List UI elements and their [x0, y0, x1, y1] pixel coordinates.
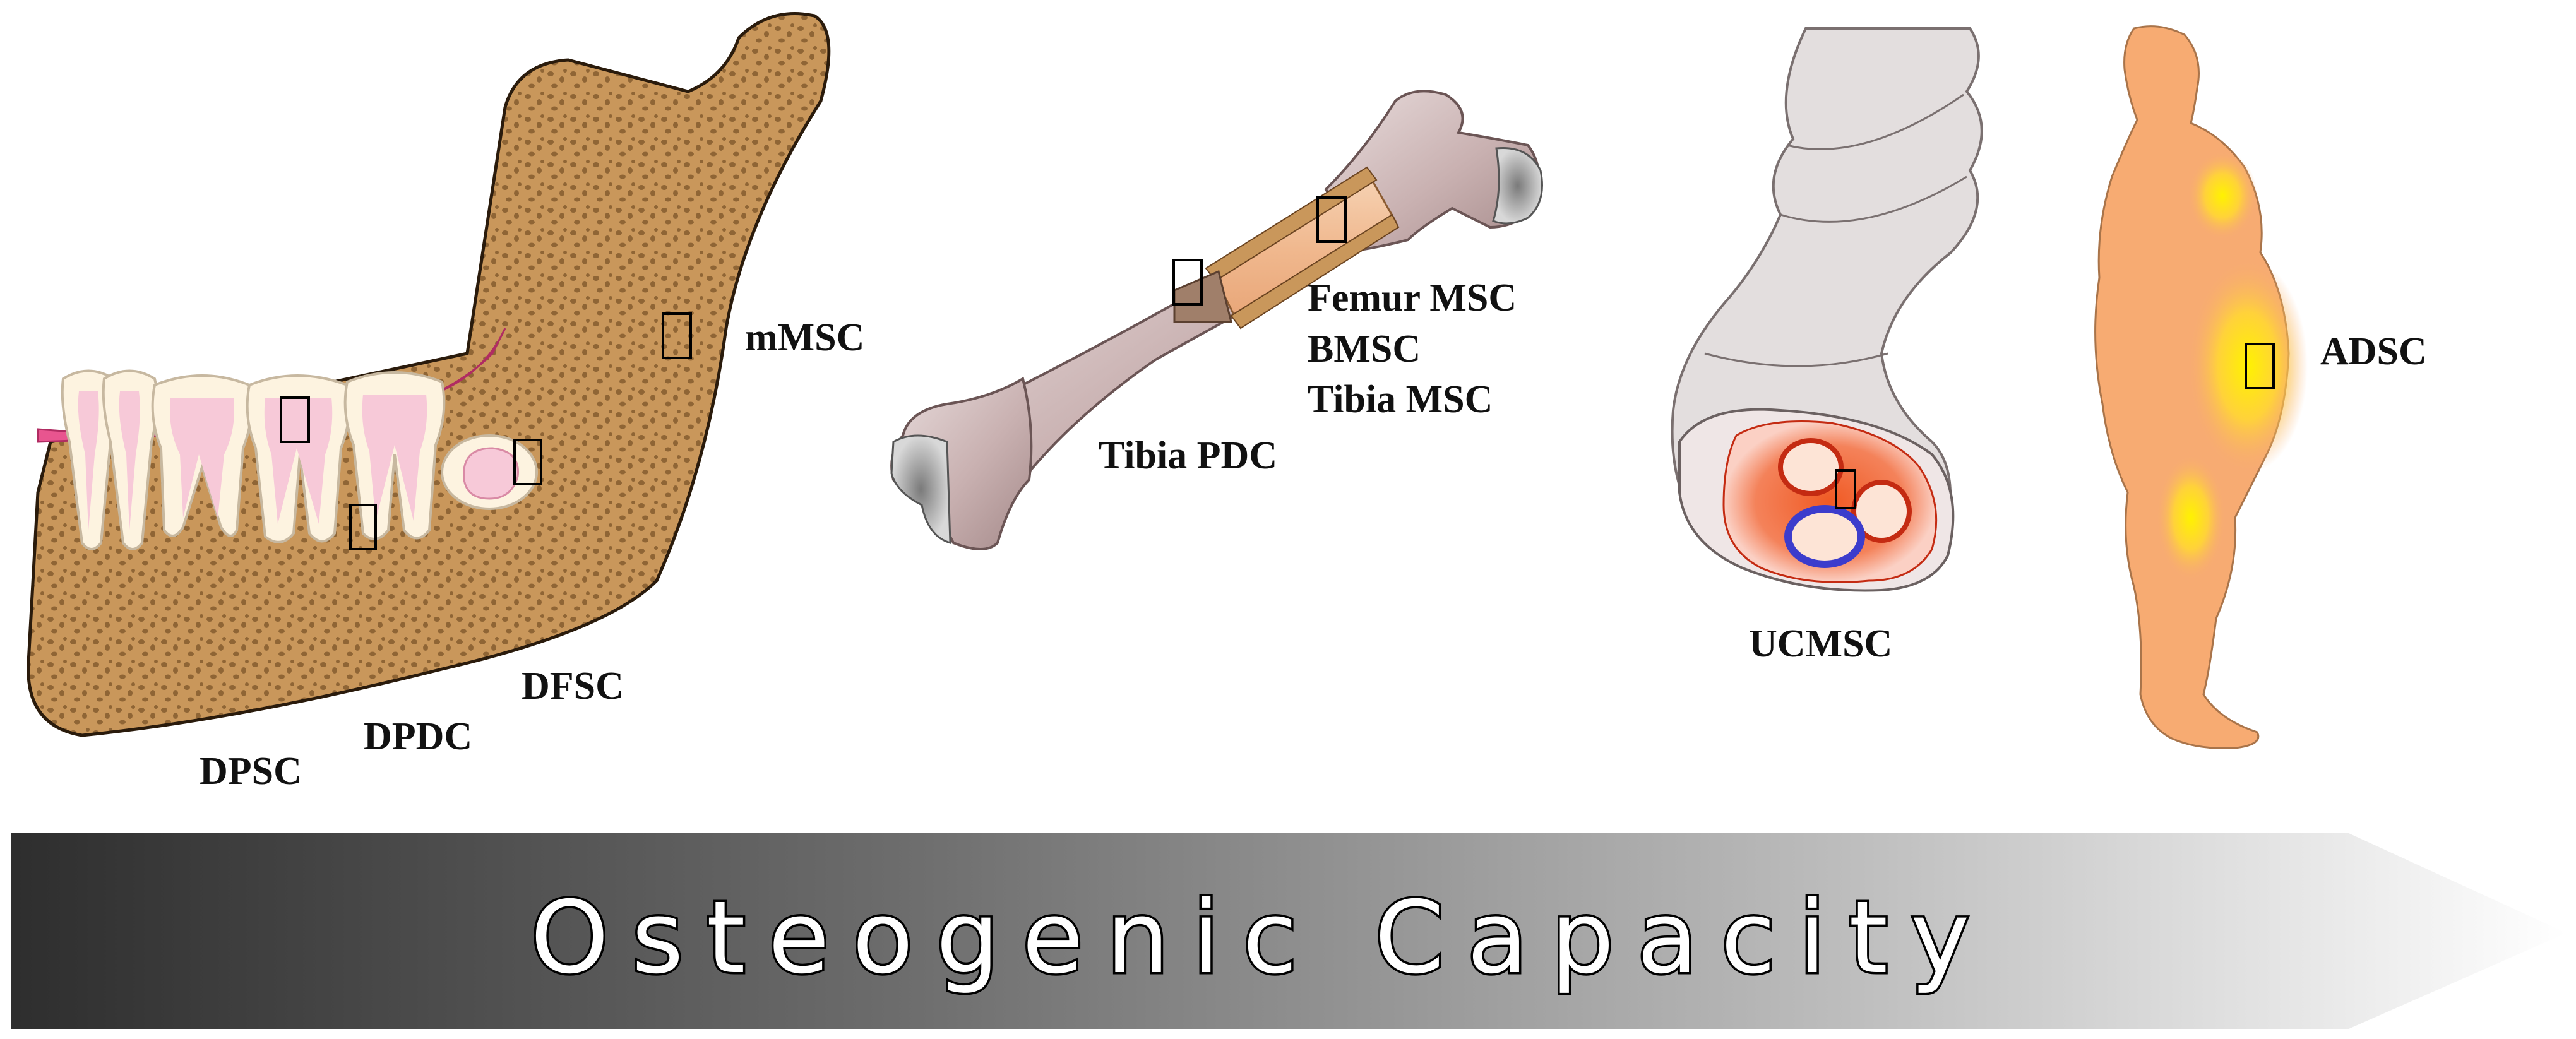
sample-box-dpdc	[349, 504, 377, 550]
sample-box-dpsc	[280, 396, 310, 443]
umbilical-artery	[1778, 438, 1844, 496]
fat-deposit-thigh	[2156, 454, 2226, 581]
joint-cartilage-left	[890, 434, 951, 545]
gradient-arrow	[11, 833, 2567, 1029]
fat-deposit-upper	[2188, 151, 2257, 240]
label-dpdc: DPDC	[364, 715, 472, 758]
label-tibia-pdc: Tibia PDC	[1099, 434, 1277, 477]
label-femur-msc: Femur MSC	[1308, 276, 1517, 319]
cord-twist-line	[1704, 352, 1888, 367]
sample-box-tibia-pdc	[1172, 259, 1203, 306]
umbilical-artery	[1851, 480, 1912, 543]
body-silhouette-illustration	[2094, 25, 2308, 749]
sample-box-ucmsc	[1835, 469, 1856, 509]
tooth-germ	[441, 434, 538, 510]
umbilical-vein	[1784, 505, 1865, 568]
arrow-label: Osteogenic Capacity	[530, 880, 1993, 996]
label-tibia-msc: Tibia MSC	[1308, 378, 1493, 421]
cord-twist-line	[1780, 175, 1967, 223]
label-ucmsc: UCMSC	[1749, 622, 1892, 665]
mandible-illustration	[27, 12, 831, 737]
osteogenic-capacity-arrow: Osteogenic Capacity	[11, 833, 2567, 1029]
cortical-bone-cut	[1230, 213, 1400, 330]
tooth-pulp	[170, 398, 234, 518]
label-dfsc: DFSC	[522, 665, 624, 708]
umbilical-cord-illustration	[1671, 27, 1983, 592]
sample-box-adsc	[2245, 343, 2275, 389]
label-mmsc: mMSC	[745, 316, 864, 359]
sample-box-bmsc	[1316, 196, 1347, 243]
tooth-pulp	[119, 391, 140, 530]
long-bone-illustration	[890, 90, 1543, 550]
label-adsc: ADSC	[2320, 330, 2427, 373]
tooth-pulp	[78, 391, 99, 530]
fat-deposit-abdomen	[2188, 259, 2308, 473]
tooth-pulp	[362, 395, 427, 521]
label-dpsc: DPSC	[200, 750, 302, 793]
sample-box-dfsc	[513, 439, 542, 485]
joint-cartilage-right	[1492, 146, 1543, 225]
label-bmsc: BMSC	[1308, 328, 1421, 371]
sample-box-mmsc	[662, 312, 692, 359]
teeth-row	[61, 369, 446, 550]
cord-twist-line	[1786, 93, 1964, 150]
mandible-bone	[27, 12, 831, 737]
